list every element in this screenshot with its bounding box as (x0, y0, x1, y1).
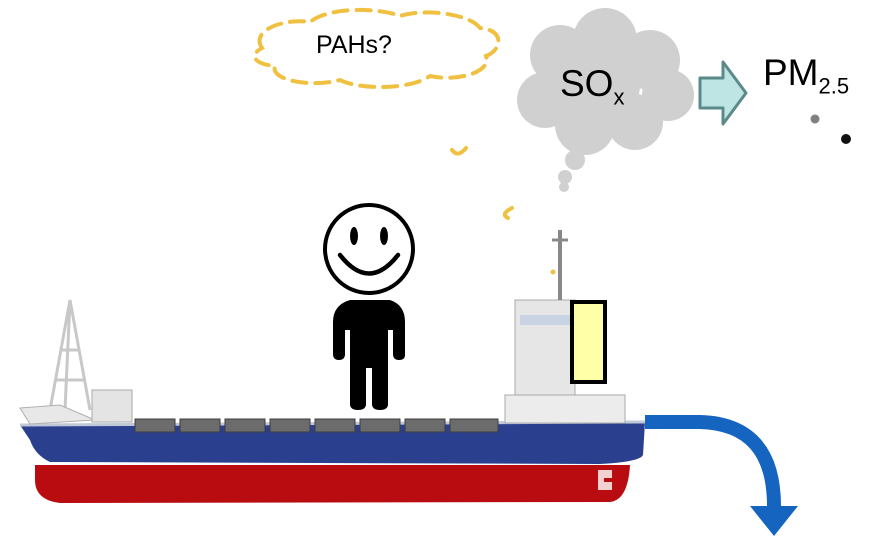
pahs-thought-bubbles (452, 148, 556, 275)
sox-main: SO (560, 63, 613, 104)
pahs-label: PAHs? (316, 31, 392, 60)
conversion-arrow (700, 62, 746, 124)
forecastle (20, 405, 95, 424)
pm-label: PM2.5 (763, 52, 849, 99)
sox-subscript: x (613, 84, 624, 109)
discharge-arrow (645, 422, 798, 536)
smiley-face (325, 205, 413, 293)
pm-particle-black (841, 134, 851, 144)
person-body (333, 300, 405, 410)
sox-label: SOx (560, 63, 624, 110)
containers (135, 419, 498, 432)
scrubber-box (572, 302, 605, 382)
stern-structure (92, 390, 132, 422)
pm-subscript: 2.5 (819, 73, 850, 98)
crane (50, 300, 90, 410)
pm-main: PM (763, 52, 819, 93)
pm-particle-gray (811, 115, 820, 124)
smiley-person-icon (325, 205, 413, 410)
ship-hull-red (35, 465, 630, 503)
